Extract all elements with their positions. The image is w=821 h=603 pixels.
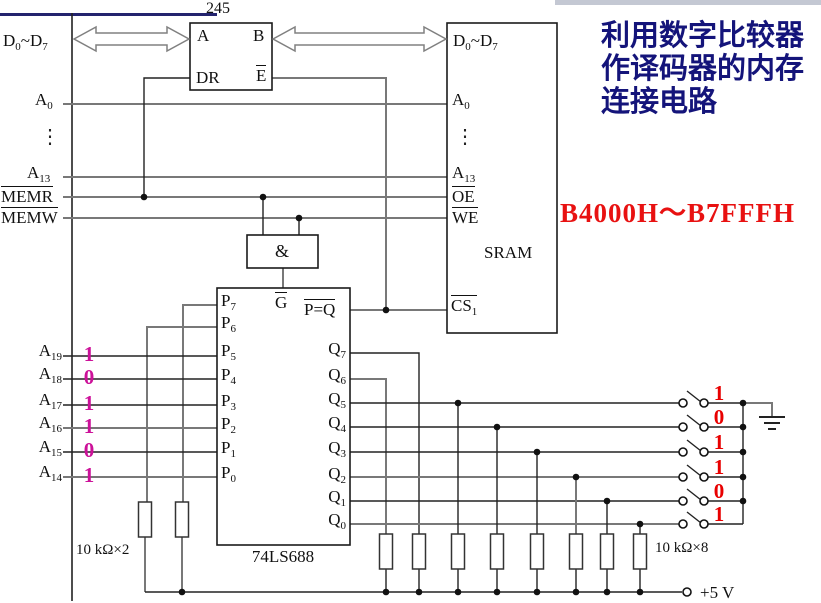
transceiver-245-box: [189, 22, 273, 91]
a17-label: A17: [38, 390, 62, 412]
switch-icon: [678, 488, 709, 506]
pin-label-p7: P7: [221, 291, 236, 313]
a16-label: A16: [38, 413, 62, 435]
switch-value-2: 0: [713, 405, 725, 429]
address-ellipsis: ⋮: [40, 126, 60, 148]
a13-label: A13: [27, 163, 51, 185]
address-control-wires: [63, 103, 447, 219]
sram-box: [446, 22, 558, 334]
data-bus-arrow-right: [271, 25, 448, 53]
slide-title: 利用数字比较器 作译码器的内存 连接电路: [601, 20, 804, 119]
pin-label-p1: P1: [221, 438, 236, 460]
pin-label-q7: Q7: [328, 339, 346, 361]
p-input-wires: [63, 304, 217, 502]
pin-label-q3: Q3: [328, 438, 346, 460]
pin-label-q4: Q4: [328, 413, 346, 435]
a19-value: 1: [83, 342, 95, 366]
transceiver-port-b: B: [253, 26, 265, 45]
data-bus-arrow-left: [72, 25, 191, 53]
pin-label-p5: P5: [221, 341, 236, 363]
resistor-group-right-label: 10 kΩ×8: [655, 540, 709, 556]
pin-label-p3: P3: [221, 391, 236, 413]
transceiver-dr: DR: [196, 68, 220, 87]
memr-label: MEMR: [1, 186, 53, 206]
ground-icon: [759, 416, 785, 430]
a18-label: A18: [38, 364, 62, 386]
and-gate-box: [246, 234, 319, 269]
transceiver-enable: E: [256, 65, 267, 85]
transceiver-chip-label: 245: [206, 0, 230, 17]
comparator-peq-label: P=Q: [304, 299, 336, 319]
pullup-rail-wires: [144, 537, 682, 593]
switch-icon: [678, 464, 709, 482]
dip-switches: [678, 390, 709, 529]
a17-value: 1: [83, 391, 95, 415]
memw-label: MEMW: [1, 207, 58, 227]
sram-a0-label: A0: [452, 90, 470, 112]
comparator-74ls688-box: [216, 287, 351, 546]
pin-label-p2: P2: [221, 414, 236, 436]
pin-label-q1: Q1: [328, 487, 346, 509]
sram-data-label: D0~D7: [453, 31, 498, 53]
comparator-g-label: G: [275, 292, 288, 312]
switch-value-6: 1: [713, 502, 725, 526]
transceiver-control-wires: [143, 77, 387, 310]
address-range-label: B4000H～B7FFFH: [560, 198, 795, 228]
slide-title-line-2: 作译码器的内存: [601, 53, 805, 85]
and-gate-label: &: [274, 241, 289, 261]
switch-icon: [678, 390, 709, 408]
a0-label: A0: [35, 90, 53, 112]
pin-label-q2: Q2: [328, 464, 346, 486]
sram-a13-label: A13: [452, 163, 476, 185]
pin-label-p4: P4: [221, 365, 236, 387]
plus5v-terminal: [682, 587, 692, 597]
resistor-group-left-label: 10 kΩ×2: [76, 542, 130, 558]
switch-icon: [678, 439, 709, 457]
a18-value: 0: [83, 365, 95, 389]
switch-value-4: 1: [713, 455, 725, 479]
slide-title-line-3: 连接电路: [601, 86, 718, 118]
slide-top-bar: [555, 0, 821, 5]
switch-icon: [678, 511, 709, 529]
pin-label-q5: Q5: [328, 389, 346, 411]
plus5v-label: +5 V: [700, 583, 735, 602]
pullup-resistors-right: [378, 533, 648, 570]
slide-accent-rule: [0, 13, 217, 16]
switch-icon: [678, 414, 709, 432]
a15-value: 0: [83, 438, 95, 462]
switch-common-wires: [708, 402, 773, 525]
sram-address-ellipsis: ⋮: [455, 126, 475, 148]
switch-value-3: 1: [713, 430, 725, 454]
a14-value: 1: [83, 463, 95, 487]
q-output-wires: [350, 352, 679, 534]
pullup-resistors-left: [137, 501, 190, 538]
switch-value-5: 0: [713, 479, 725, 503]
pin-label-p0: P0: [221, 463, 236, 485]
slide-title-line-1: 利用数字比较器: [601, 20, 805, 52]
sram-cs-label: CS1: [451, 295, 478, 318]
pin-label-q6: Q6: [328, 365, 346, 387]
data-bus-label: D0~D7: [3, 31, 48, 53]
sram-name-label: SRAM: [484, 243, 533, 262]
a19-label: A19: [38, 341, 62, 363]
a15-label: A15: [38, 437, 62, 459]
a16-value: 1: [83, 414, 95, 438]
switch-value-1: 1: [713, 381, 725, 405]
pin-label-p6: P6: [221, 313, 236, 335]
junction-dots: [140, 193, 747, 596]
pin-label-q0: Q0: [328, 510, 346, 532]
a14-label: A14: [38, 462, 62, 484]
comparator-name-label: 74LS688: [251, 547, 315, 566]
sram-we-label: WE: [452, 207, 479, 227]
transceiver-port-a: A: [197, 26, 210, 45]
sram-oe-label: OE: [452, 186, 475, 206]
